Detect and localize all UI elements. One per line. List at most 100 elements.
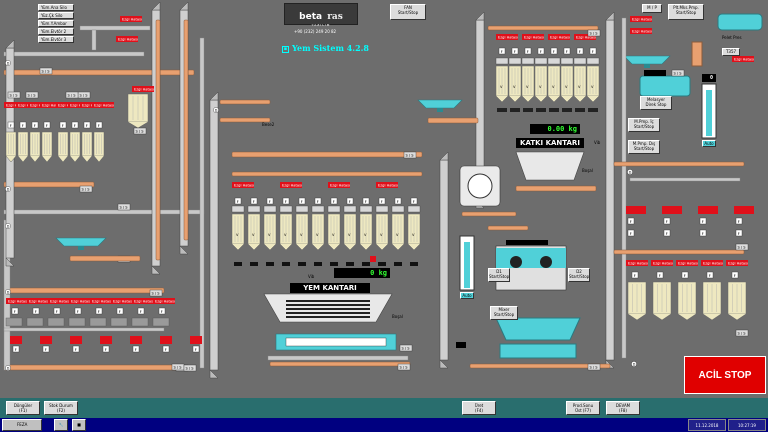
elevator-boot [209,369,219,379]
elevator-boot [151,265,161,275]
error-badge-label: Ezgi Hatası [70,104,90,108]
ingredient-tag [327,205,341,213]
melasyer-button[interactable]: Melasyer Direk Stop [640,96,672,110]
menu-item-elevator-2[interactable]: Yüm.Elvtör 2 [38,28,74,35]
silo-cone [547,95,561,103]
donguler-button[interactable]: Döngüler (F1) [6,401,40,415]
start-button[interactable]: FEZA [2,419,42,431]
additive-value-box [536,108,546,112]
d2-button[interactable]: D2 Start/Stop [568,268,590,282]
feeder-label: F [501,49,503,54]
ss-button [399,344,413,352]
production-end-button[interactable]: Prod.Sonu Üst (F7) [566,401,600,415]
bese-label: Bese2 [262,122,275,127]
mpmp-ic-button[interactable]: M.Pmp. İç Start/Stop [628,118,660,132]
elevator-shaft [439,159,449,361]
feeder-box [32,307,40,315]
pipe [487,25,599,31]
mpmp-dis-button[interactable]: M.Pmp. Dış Start/Stop [628,140,660,154]
elevator-shaft [605,19,615,361]
menu-item-ana-silo[interactable]: Yüm.Ana Silo [38,4,74,11]
feeder-box [394,197,402,205]
ss-button-label: S / S [406,154,415,158]
feeder-label: F [35,309,37,314]
feeder-label: F [579,49,581,54]
pipe [469,363,611,369]
error-badge-label: Ezgi Hatası [576,36,596,40]
silo-cone [586,95,600,103]
auto-button-right[interactable]: Auto [702,140,716,147]
tank-gauge-right-fill [706,90,712,136]
error-badge [630,28,652,34]
additive-tag [547,57,561,65]
ss-button [403,151,417,159]
ss-button-label: S / S [174,366,183,370]
error-badge-label: Ezgi Hatası [703,262,723,266]
drive-indicator-label: D [7,224,10,228]
silo-cone [29,155,41,163]
elevator-head [209,91,219,101]
pipe [461,211,517,217]
ss-button-label: S / S [120,206,129,210]
valve-label: V [539,85,542,89]
elevator-shaft [209,99,219,371]
menu-item-cik-silo[interactable]: Yüz.Çk Silo [38,12,74,19]
silo-cone [359,243,373,251]
elevator-head [475,11,485,21]
feeder-label: F [15,347,17,352]
feeder-label: F [634,273,636,278]
feeder-box [42,345,50,353]
ss-button [587,363,601,371]
emergency-stop-button[interactable]: ACİL STOP [684,356,766,394]
ss-button-label: S / S [402,347,411,351]
feeder-box [12,345,20,353]
feeder-label: F [702,231,704,236]
pipe [155,19,161,261]
katki-scale-title: KATKI KANTARI [516,138,584,148]
feeder-box [83,121,91,129]
ss-button [587,29,601,37]
feeder-label: F [592,49,594,54]
ss-button-label: S / S [590,366,599,370]
drive-indicator-label: D [215,108,218,112]
d1-button[interactable]: D1 Start/Stop [488,268,510,282]
pellet-pump-button[interactable]: Plt.Mks.Pmp. Start/Stop [668,4,704,20]
feeder-box [699,217,707,225]
error-badge-label: Ezgi Hatası [550,36,570,40]
produce-button[interactable]: Üret (F4) [462,401,496,415]
ss-button [735,243,749,251]
feeder-label: F [86,123,88,128]
feeder-label: F [62,123,64,128]
feeder-box [735,217,743,225]
mixer-button[interactable]: Mixer Start/Stop [490,306,518,320]
silo-cone [231,243,245,251]
error-badge-label: Ezgi Hatası [8,300,28,304]
app-icon[interactable]: ■ [72,419,86,431]
error-badge-label: Ezgi Hatası [92,300,112,304]
menu-item-elevator-3[interactable]: Yüm.Elvtör 3 [38,36,74,43]
ingredient-tag [263,205,277,213]
elevator-boot [179,245,189,255]
menu-item-ambar[interactable]: Yüm.Y.Ambar [38,20,74,27]
feeder-label: F [285,199,287,204]
error-badge [574,34,596,40]
feeder-label: F [659,273,661,278]
fan-button[interactable]: FAN Start/Stop [390,4,426,20]
error-badge [90,298,112,304]
teal-bowl-spout [437,108,443,112]
additive-value-box [588,108,598,112]
ss-button [735,329,749,337]
drive-indicator-label: D [629,170,632,174]
mp-button[interactable]: M / P [642,4,662,13]
continue-button[interactable]: DEVAM (F8) [606,401,640,415]
feeder-box [378,197,386,205]
stock-status-button[interactable]: Stok Durum (F2) [44,401,78,415]
feeder-box [158,307,166,315]
feeder-box [43,121,51,129]
ss-button-label: S / S [738,246,747,250]
auto-button-left[interactable]: Auto [460,292,474,299]
tool-icon[interactable]: 🔧 [54,419,68,431]
feeder-label: F [135,347,137,352]
conveyor-pipe [199,37,205,369]
pipe [231,171,423,177]
